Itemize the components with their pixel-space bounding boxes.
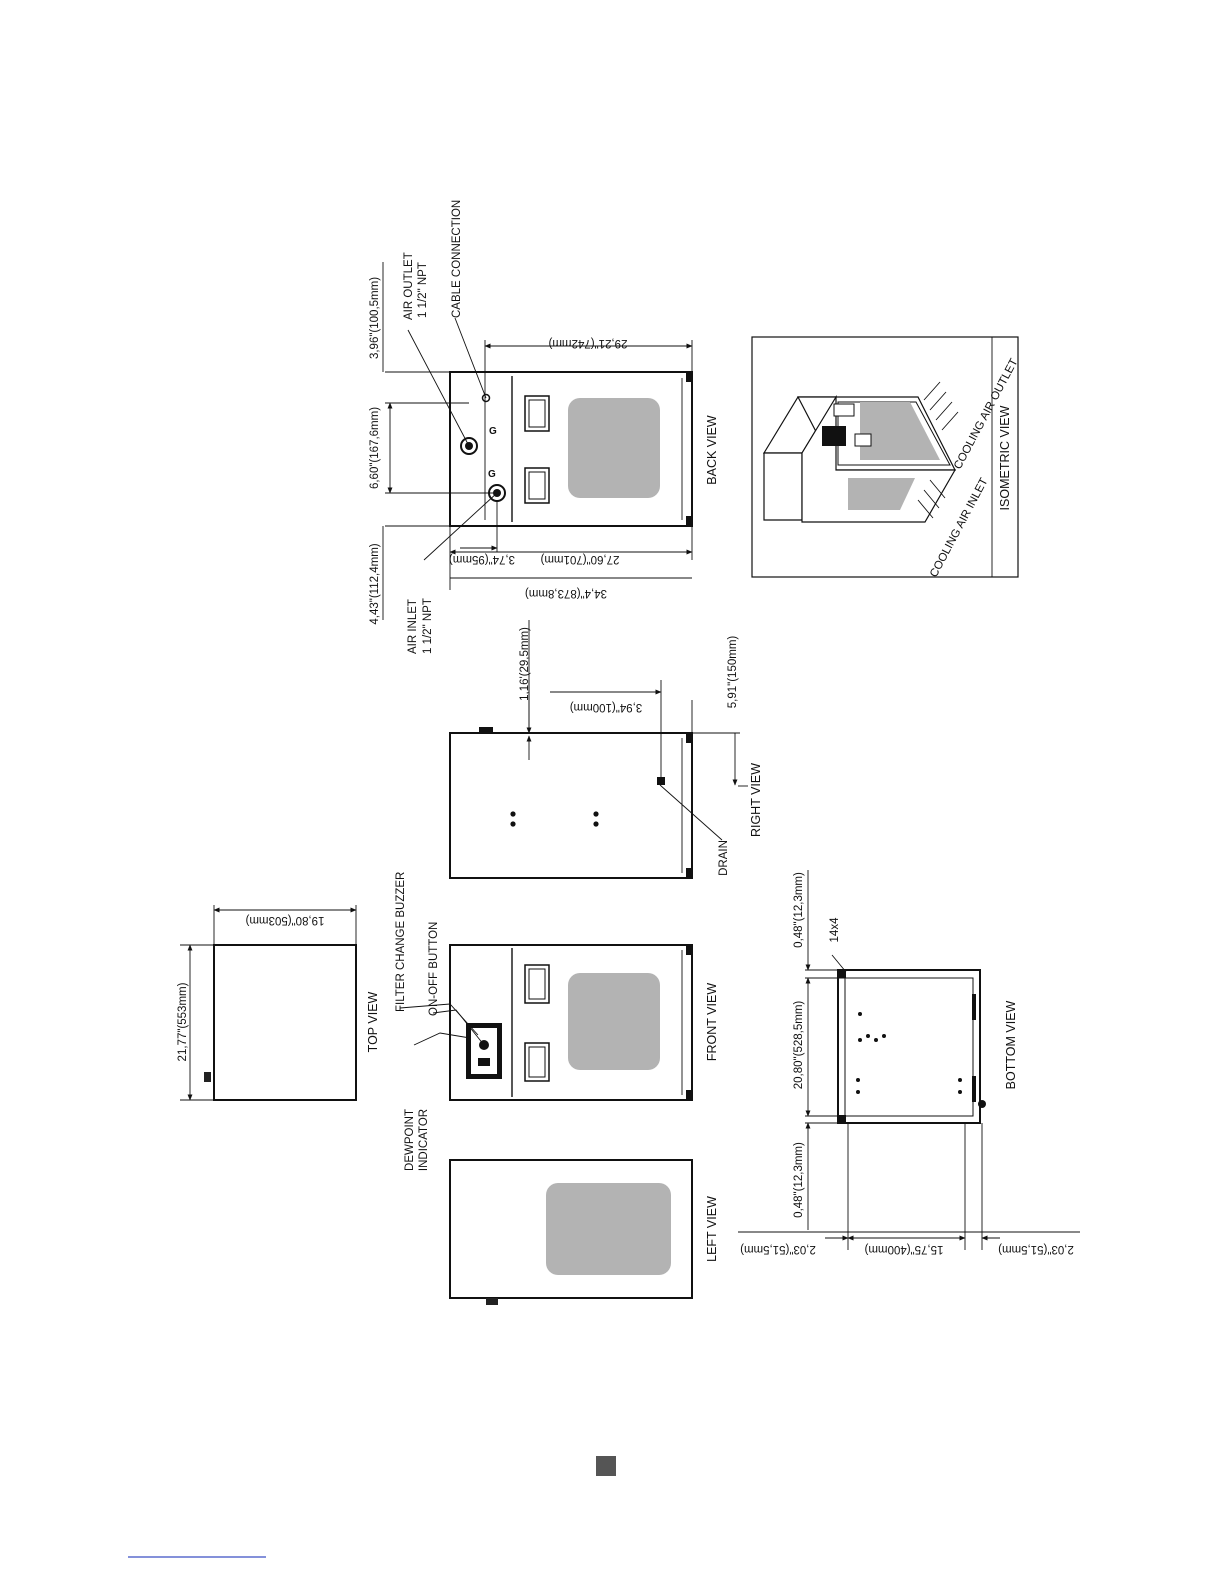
top-depth-dim: 21,77"(553mm)	[177, 982, 189, 1061]
back-height-dim: 29,21"(742mm)	[548, 337, 627, 349]
filter-change-buzzer-label: FILTER CHANGE BUZZER	[395, 872, 407, 1012]
back-view: G G	[382, 262, 693, 620]
air-inlet-size-label: 1 1/2" NPT	[422, 598, 434, 654]
back-inlet-offset-dim: 4,43"(112,4mm)	[369, 543, 381, 624]
right-top-offset-dim: 1,16'(29,5mm)	[519, 627, 531, 701]
back-view-label: BACK VIEW	[705, 415, 719, 485]
front-callout-leaders	[399, 1003, 485, 1046]
bottom-margin-left-dim: 2,03"(51,5mm)	[740, 1243, 816, 1255]
svg-text:G: G	[489, 426, 497, 437]
air-outlet-label: AIR OUTLET	[403, 252, 415, 320]
bottom-margin-right-dim: 2,03"(51,5mm)	[998, 1243, 1074, 1255]
svg-text:G: G	[488, 469, 496, 480]
drain-label: DRAIN	[718, 840, 730, 876]
back-port-height-dim: 3,74"(95mm)	[449, 553, 515, 565]
air-outlet-size-label: 1 1/2" NPT	[417, 262, 429, 318]
air-inlet-label: AIR INLET	[407, 599, 419, 654]
back-outlet-offset-dim: 3,96"(100,5mm)	[369, 277, 381, 359]
on-off-button-label: ON-OFF BUTTON	[428, 922, 440, 1016]
front-view-label: FRONT VIEW	[705, 983, 719, 1061]
right-drain-height-dim: 3,94"(100mm)	[570, 701, 643, 713]
isometric-view	[751, 336, 1019, 578]
foot-size-label: 14x4	[829, 917, 841, 943]
bottom-rail-dim: 15,75"(400mm)	[864, 1243, 943, 1255]
bottom-width-dim: 20,80"(528,5mm)	[793, 1001, 805, 1090]
back-body-height-dim: 27,60"(701mm)	[540, 553, 619, 565]
left-view	[449, 1159, 693, 1305]
back-total-height-dim: 34,4"(873,8mm)	[525, 587, 607, 599]
isometric-view-label: ISOMETRIC VIEW	[998, 405, 1012, 510]
left-view-label: LEFT VIEW	[705, 1196, 719, 1262]
right-drain-offset-dim: 5,91"(150mm)	[727, 636, 739, 709]
dewpoint-indicator-label-2: INDICATOR	[418, 1109, 430, 1171]
right-view-label: RIGHT VIEW	[749, 763, 763, 837]
cable-connection-label: CABLE CONNECTION	[451, 200, 463, 318]
top-view	[180, 905, 357, 1101]
top-view-label: TOP VIEW	[366, 991, 380, 1052]
top-width-dim: 19,80"(503mm)	[245, 914, 324, 926]
front-view	[449, 944, 693, 1101]
page-marker	[596, 1456, 616, 1476]
bottom-edge-top-dim: 0,48"(12,3mm)	[793, 872, 805, 948]
dewpoint-indicator-label: DEWPOINT	[404, 1109, 416, 1171]
bottom-view	[738, 870, 1080, 1250]
right-view	[449, 620, 748, 879]
bottom-view-label: BOTTOM VIEW	[1004, 1000, 1018, 1089]
back-port-spacing-dim: 6,60"(167,6mm)	[369, 407, 381, 489]
bottom-edge-bottom-dim: 0,48"(12,3mm)	[793, 1142, 805, 1218]
